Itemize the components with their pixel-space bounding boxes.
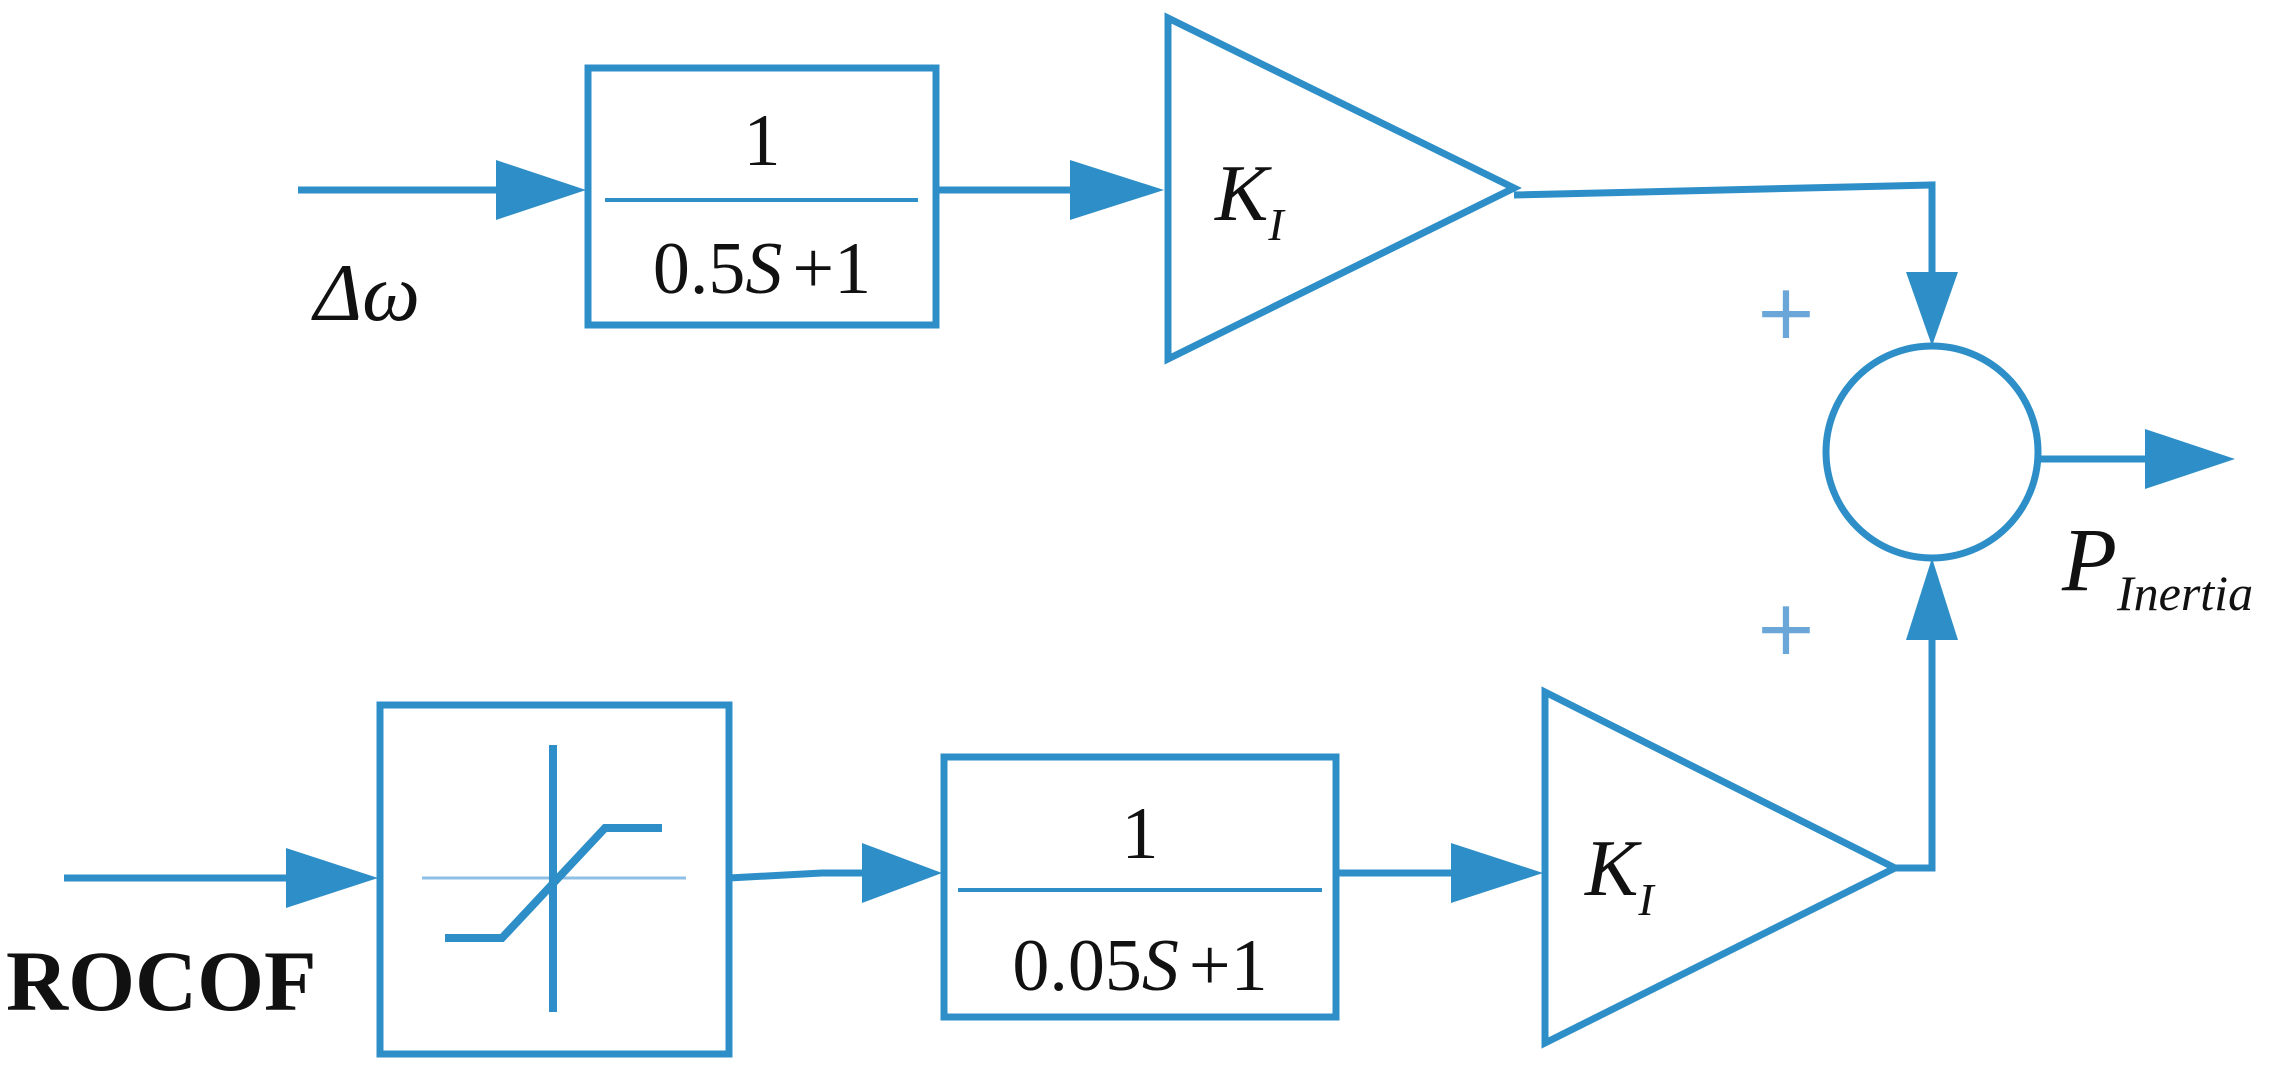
summer: + + PInertia: [1754, 267, 2253, 672]
delta-omega-input-arrow: [496, 160, 586, 220]
top-filter-den-var: S: [745, 228, 782, 310]
bottom-gain-label: KI: [1584, 825, 1656, 925]
bottom-lowpass-filter-block: [940, 753, 1340, 1021]
output-label: PInertia: [2061, 511, 2253, 621]
rocof-input-arrow: [286, 848, 378, 908]
limiter-to-filter-arrow: [862, 843, 942, 903]
bottom-filter-den-tail: +1: [1189, 925, 1268, 1007]
bottom-gain-to-summer-line: [1895, 635, 1936, 872]
bottom-filter-den-coef: 0.05: [1012, 925, 1142, 1007]
top-gain-subscript: I: [1267, 199, 1286, 250]
bottom-gain-subscript: I: [1637, 874, 1656, 925]
top-lowpass-filter-block: [584, 64, 940, 329]
top-filter-to-gain-arrow: [1070, 160, 1164, 220]
top-gain-to-summer-line: [1513, 181, 1936, 280]
output-arrow: [2145, 429, 2235, 489]
bottom-path: 1 0.05S+1 KI: [64, 558, 1958, 1058]
bottom-gain-to-summer-arrow: [1906, 558, 1958, 640]
rocof-label: ROCOF: [6, 933, 317, 1029]
top-path: 1 0.5S+1 KI: [298, 12, 1958, 365]
summing-junction: [1822, 342, 2042, 562]
top-filter-den-coef: 0.5: [653, 228, 746, 310]
top-filter-denominator: 0.5S+1: [653, 228, 871, 310]
deadband-limiter-icon: [422, 745, 686, 1012]
limiter-to-filter-line: [728, 869, 865, 882]
summer-top-plus-sign: +: [1754, 267, 1818, 356]
top-gain-label: KI: [1214, 150, 1286, 250]
bottom-filter-denominator: 0.05S+1: [1012, 925, 1267, 1007]
bottom-filter-numerator: 1: [1122, 793, 1159, 875]
top-gain-to-summer-arrow: [1906, 272, 1958, 346]
top-filter-numerator: 1: [744, 100, 781, 182]
top-filter-den-tail: +1: [792, 228, 871, 310]
bottom-gain-base: K: [1584, 825, 1642, 913]
output-base: P: [2061, 511, 2117, 610]
top-gain-block: [1164, 12, 1522, 365]
bottom-filter-den-var: S: [1142, 925, 1179, 1007]
bottom-gain-block: [1541, 686, 1903, 1049]
output-subscript: Inertia: [2116, 565, 2253, 621]
top-gain-base: K: [1214, 150, 1272, 238]
bottom-filter-to-gain-arrow: [1451, 843, 1543, 903]
summer-bottom-plus-sign: +: [1754, 583, 1818, 672]
delta-omega-label: Δω: [311, 247, 420, 338]
